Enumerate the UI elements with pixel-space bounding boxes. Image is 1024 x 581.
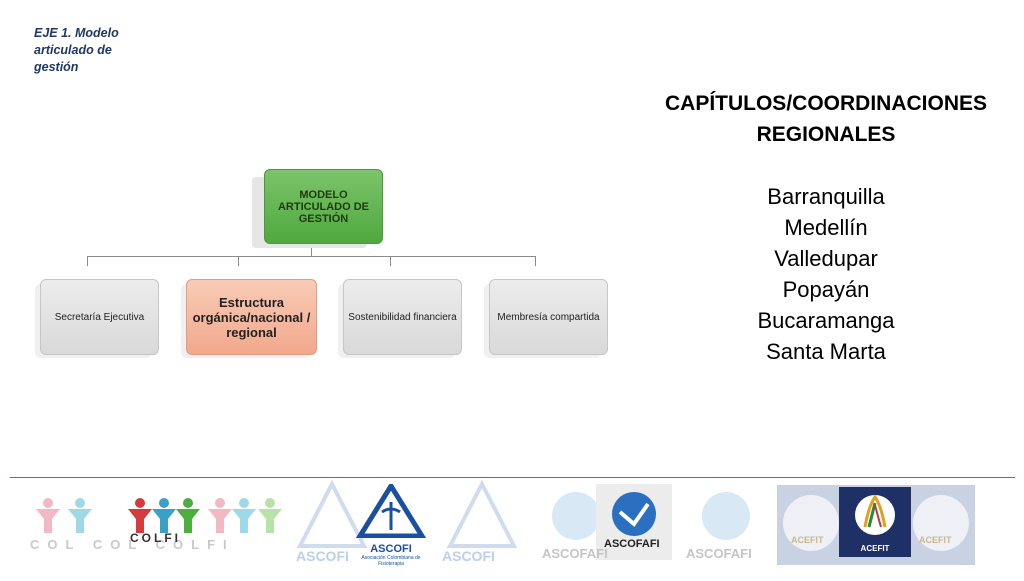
acefit-ghost-icon bbox=[783, 495, 969, 551]
ascofi-wordmark: ASCOFI bbox=[370, 543, 412, 555]
connector-child-2 bbox=[238, 256, 239, 266]
acefit-emblem-icon bbox=[855, 494, 895, 535]
city-item: Popayán bbox=[782, 277, 870, 302]
city-item: Barranquilla bbox=[767, 184, 885, 209]
ascofi-ghost-triangles-icon bbox=[296, 479, 518, 548]
ascofi-triangle-icon bbox=[355, 481, 427, 539]
colfi-ghost-text: COL COL COLFI bbox=[30, 537, 235, 552]
connector-vertical-root bbox=[311, 244, 312, 256]
city-item: Medellín bbox=[784, 215, 868, 240]
ascofafi-logo-strip: ASCOFAFI ASCOFAFI ASCOFAFI bbox=[540, 484, 770, 570]
ascofi-logo-strip: ASCOFI ASCOFI bbox=[292, 479, 532, 576]
org-node-secretaria: Secretaría Ejecutiva bbox=[40, 279, 159, 355]
acefit-logo: ACEFIT bbox=[839, 487, 911, 557]
org-node-estructura: Estructura orgánica/nacional / regional bbox=[186, 279, 317, 355]
ascofafi-ghost-right: ASCOFAFI bbox=[686, 546, 752, 561]
org-node-sostenibilidad: Sostenibilidad financiera bbox=[343, 279, 462, 355]
footer-divider bbox=[10, 477, 1015, 478]
ascofi-logo: ASCOFI Asociación Colombiana de Fisioter… bbox=[355, 481, 427, 570]
colfi-figures-icon bbox=[36, 498, 282, 533]
section-label: EJE 1. Modelo articulado de gestión bbox=[34, 26, 119, 74]
org-root-node: MODELO ARTICULADO DE GESTIÓN bbox=[264, 169, 383, 244]
acefit-ghost-left: ACEFIT bbox=[791, 535, 824, 545]
ascofi-ghost-right: ASCOFI bbox=[442, 548, 495, 564]
acefit-wordmark: ACEFIT bbox=[860, 544, 890, 553]
ascofi-ghost-left: ASCOFI bbox=[296, 548, 349, 564]
city-item: Bucaramanga bbox=[757, 308, 895, 333]
regional-chapters-heading: CAPÍTULOS/COORDINACIONES REGIONALES bbox=[664, 92, 987, 146]
org-node-membresia: Membresía compartida bbox=[489, 279, 608, 355]
city-item: Valledupar bbox=[774, 246, 878, 271]
connector-child-3 bbox=[390, 256, 391, 266]
acefit-ghost-right: ACEFIT bbox=[919, 535, 952, 545]
colfi-wordmark: COLFI bbox=[130, 531, 181, 545]
ascofafi-ghost-left: ASCOFAFI bbox=[542, 546, 608, 561]
connector-horizontal bbox=[87, 256, 535, 257]
ascofafi-wordmark: ASCOFAFI bbox=[604, 538, 660, 550]
ascofi-subtitle: Asociación Colombiana de Fisioterapia bbox=[361, 555, 421, 567]
ascofafi-circles-icon bbox=[552, 484, 750, 560]
city-item: Santa Marta bbox=[766, 339, 886, 364]
colfi-logo: COL COL COLFI COLFI bbox=[30, 495, 292, 557]
connector-child-1 bbox=[87, 256, 88, 266]
regional-chapters-panel: CAPÍTULOS/COORDINACIONES REGIONALES Barr… bbox=[636, 88, 1016, 367]
connector-child-4 bbox=[535, 256, 536, 266]
